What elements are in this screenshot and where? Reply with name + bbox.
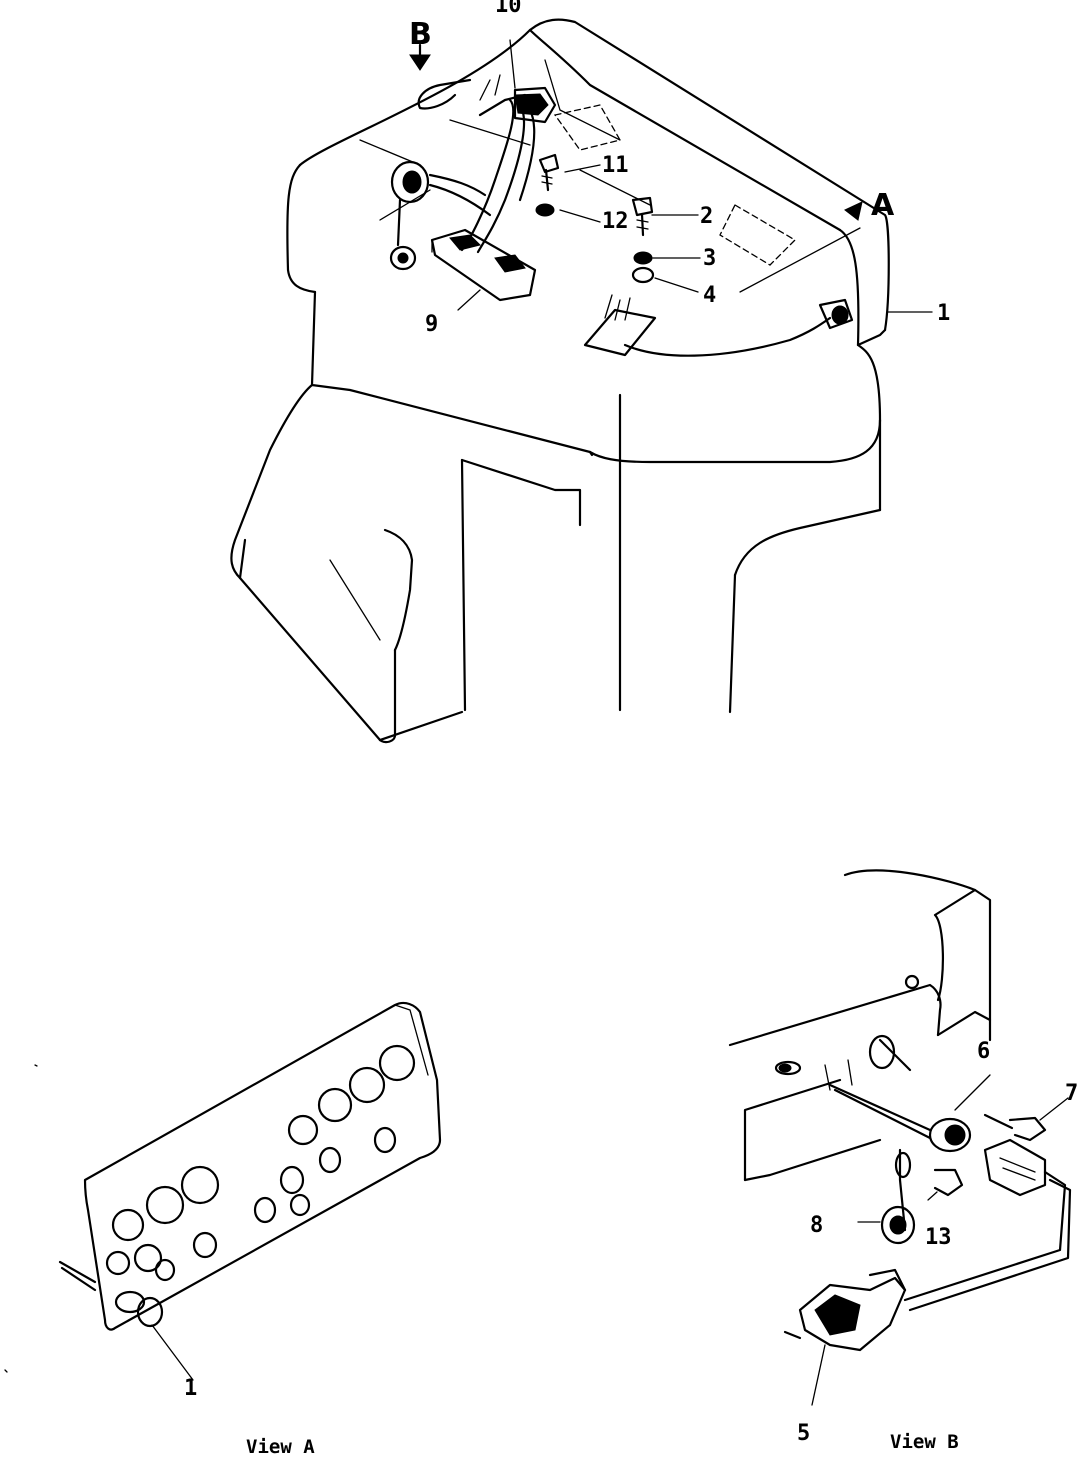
part-label-10: 10	[495, 0, 522, 18]
view-a-marker: A	[871, 188, 895, 223]
view-b-part-label-13: 13	[925, 1225, 952, 1250]
view-b-part-label-8: 8	[810, 1213, 823, 1238]
part-label-11: 11	[602, 153, 629, 178]
view-b-part-label-6: 6	[977, 1039, 990, 1064]
view-a-caption: View A	[246, 1436, 315, 1458]
view-a-drawing	[4, 1001, 442, 1381]
part-label-4: 4	[703, 283, 716, 308]
view-b-part-label-7: 7	[1065, 1081, 1078, 1106]
part-label-2: 2	[700, 204, 713, 229]
part-label-3: 3	[703, 246, 716, 271]
main-console-drawing	[230, 18, 933, 744]
view-b-caption: View B	[890, 1431, 959, 1453]
part-label-9: 9	[425, 312, 438, 337]
view-b-drawing	[728, 869, 1072, 1406]
view-b-part-label-5: 5	[797, 1421, 810, 1446]
part-label-1: 1	[937, 301, 950, 326]
view-a-part-label-1: 1	[184, 1376, 197, 1401]
view-b-marker: B	[409, 17, 432, 52]
part-label-12: 12	[602, 209, 629, 234]
